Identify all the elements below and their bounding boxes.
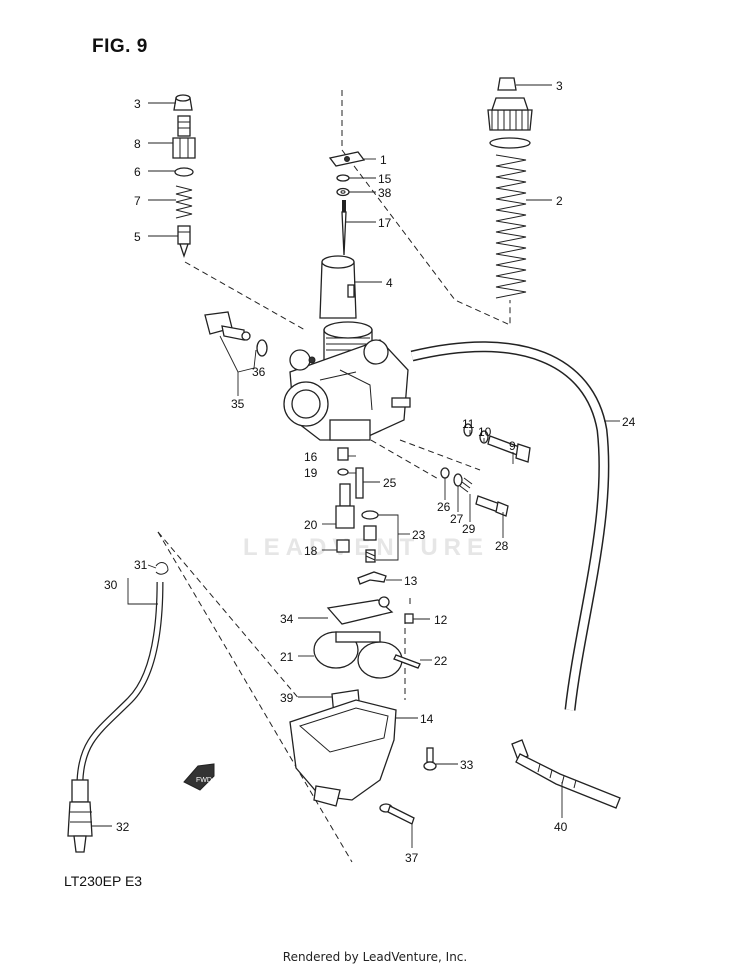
callout-2: 2	[556, 194, 563, 208]
callout-29: 29	[462, 522, 476, 536]
washer-19	[337, 468, 349, 476]
cap-3-right	[497, 77, 517, 91]
tie-strap-40	[511, 739, 621, 809]
model-code: LT230EP E3	[64, 873, 143, 889]
plug-8	[172, 115, 196, 159]
callout-37: 37	[405, 851, 419, 865]
o-ring-36	[256, 339, 268, 357]
callout-8: 8	[134, 137, 141, 151]
cap-3-left	[173, 94, 193, 111]
callout-36: 36	[252, 365, 266, 379]
float-valve-23	[361, 510, 379, 563]
callout-21: 21	[280, 650, 294, 664]
jet-16	[337, 447, 349, 461]
choke-plunger-35	[204, 311, 251, 341]
callout-17: 17	[378, 216, 392, 230]
callout-26: 26	[437, 500, 451, 514]
needle-jet-25	[355, 467, 364, 499]
callout-16: 16	[304, 450, 318, 464]
callout-34: 34	[280, 612, 294, 626]
callout-6: 6	[134, 165, 141, 179]
screw-33	[423, 747, 437, 771]
callout-7: 7	[134, 194, 141, 208]
float-21	[313, 631, 403, 679]
callout-22: 22	[434, 654, 448, 668]
throttle-spring-2	[495, 154, 527, 299]
callout-1: 1	[380, 153, 387, 167]
callout-12: 12	[434, 613, 448, 627]
pin-13	[357, 571, 387, 585]
callout-15: 15	[378, 172, 392, 186]
footer-credit: Rendered by LeadVenture, Inc.	[282, 950, 468, 964]
callout-13: 13	[404, 574, 418, 588]
washer-38	[336, 187, 350, 197]
figure-title: FIG. 9	[92, 36, 148, 57]
callout-33: 33	[460, 758, 474, 772]
callout-14: 14	[420, 712, 434, 726]
callout-numbers: 3 8 6 7 5 1 15 38 17 4 3 2 24 11 10 9 16…	[104, 79, 636, 865]
callout-4: 4	[386, 276, 393, 290]
callout-3-left: 3	[134, 97, 141, 111]
vent-hose-30	[76, 581, 164, 781]
clamp-31	[155, 562, 169, 575]
clip-15	[336, 174, 350, 182]
callout-10: 10	[478, 425, 492, 439]
screw-37	[379, 803, 415, 825]
callout-23: 23	[412, 528, 426, 542]
leader-lines	[92, 84, 620, 848]
callout-27: 27	[450, 512, 464, 526]
plate-1	[328, 151, 366, 167]
jet-needle-17	[341, 200, 347, 256]
o-ring-6	[174, 167, 194, 177]
watermark: LEADVENTURE	[243, 534, 490, 561]
callout-38: 38	[378, 186, 392, 200]
fwd-arrow-icon: FWD	[183, 763, 215, 791]
float-pin-22	[393, 654, 421, 669]
callout-18: 18	[304, 544, 318, 558]
callout-11: 11	[462, 417, 475, 431]
callout-32: 32	[116, 820, 130, 834]
callout-9: 9	[509, 439, 516, 453]
callout-40: 40	[554, 820, 568, 834]
callout-3-right: 3	[556, 79, 563, 93]
throttle-valve-4	[319, 255, 357, 319]
callout-5: 5	[134, 230, 141, 244]
callout-20: 20	[304, 518, 318, 532]
spring-7	[175, 185, 193, 219]
callout-28: 28	[495, 539, 509, 553]
pilot-screw-5	[177, 225, 191, 259]
carburetor-body	[283, 321, 411, 441]
callout-24: 24	[622, 415, 636, 429]
float-arm-34	[326, 596, 394, 625]
fwd-label: FWD	[196, 777, 212, 784]
screw-12	[404, 613, 414, 624]
jet-18	[336, 539, 350, 553]
fuel-hose-24	[410, 341, 610, 711]
main-jet-20	[335, 483, 355, 529]
float-bowl-14	[289, 699, 397, 807]
callout-25: 25	[383, 476, 397, 490]
callout-30: 30	[104, 578, 118, 592]
callout-31: 31	[134, 558, 148, 572]
top-cap-2	[487, 97, 533, 149]
callout-19: 19	[304, 466, 318, 480]
callout-35: 35	[231, 397, 245, 411]
callout-39: 39	[280, 691, 294, 705]
sensor-32	[67, 779, 93, 853]
